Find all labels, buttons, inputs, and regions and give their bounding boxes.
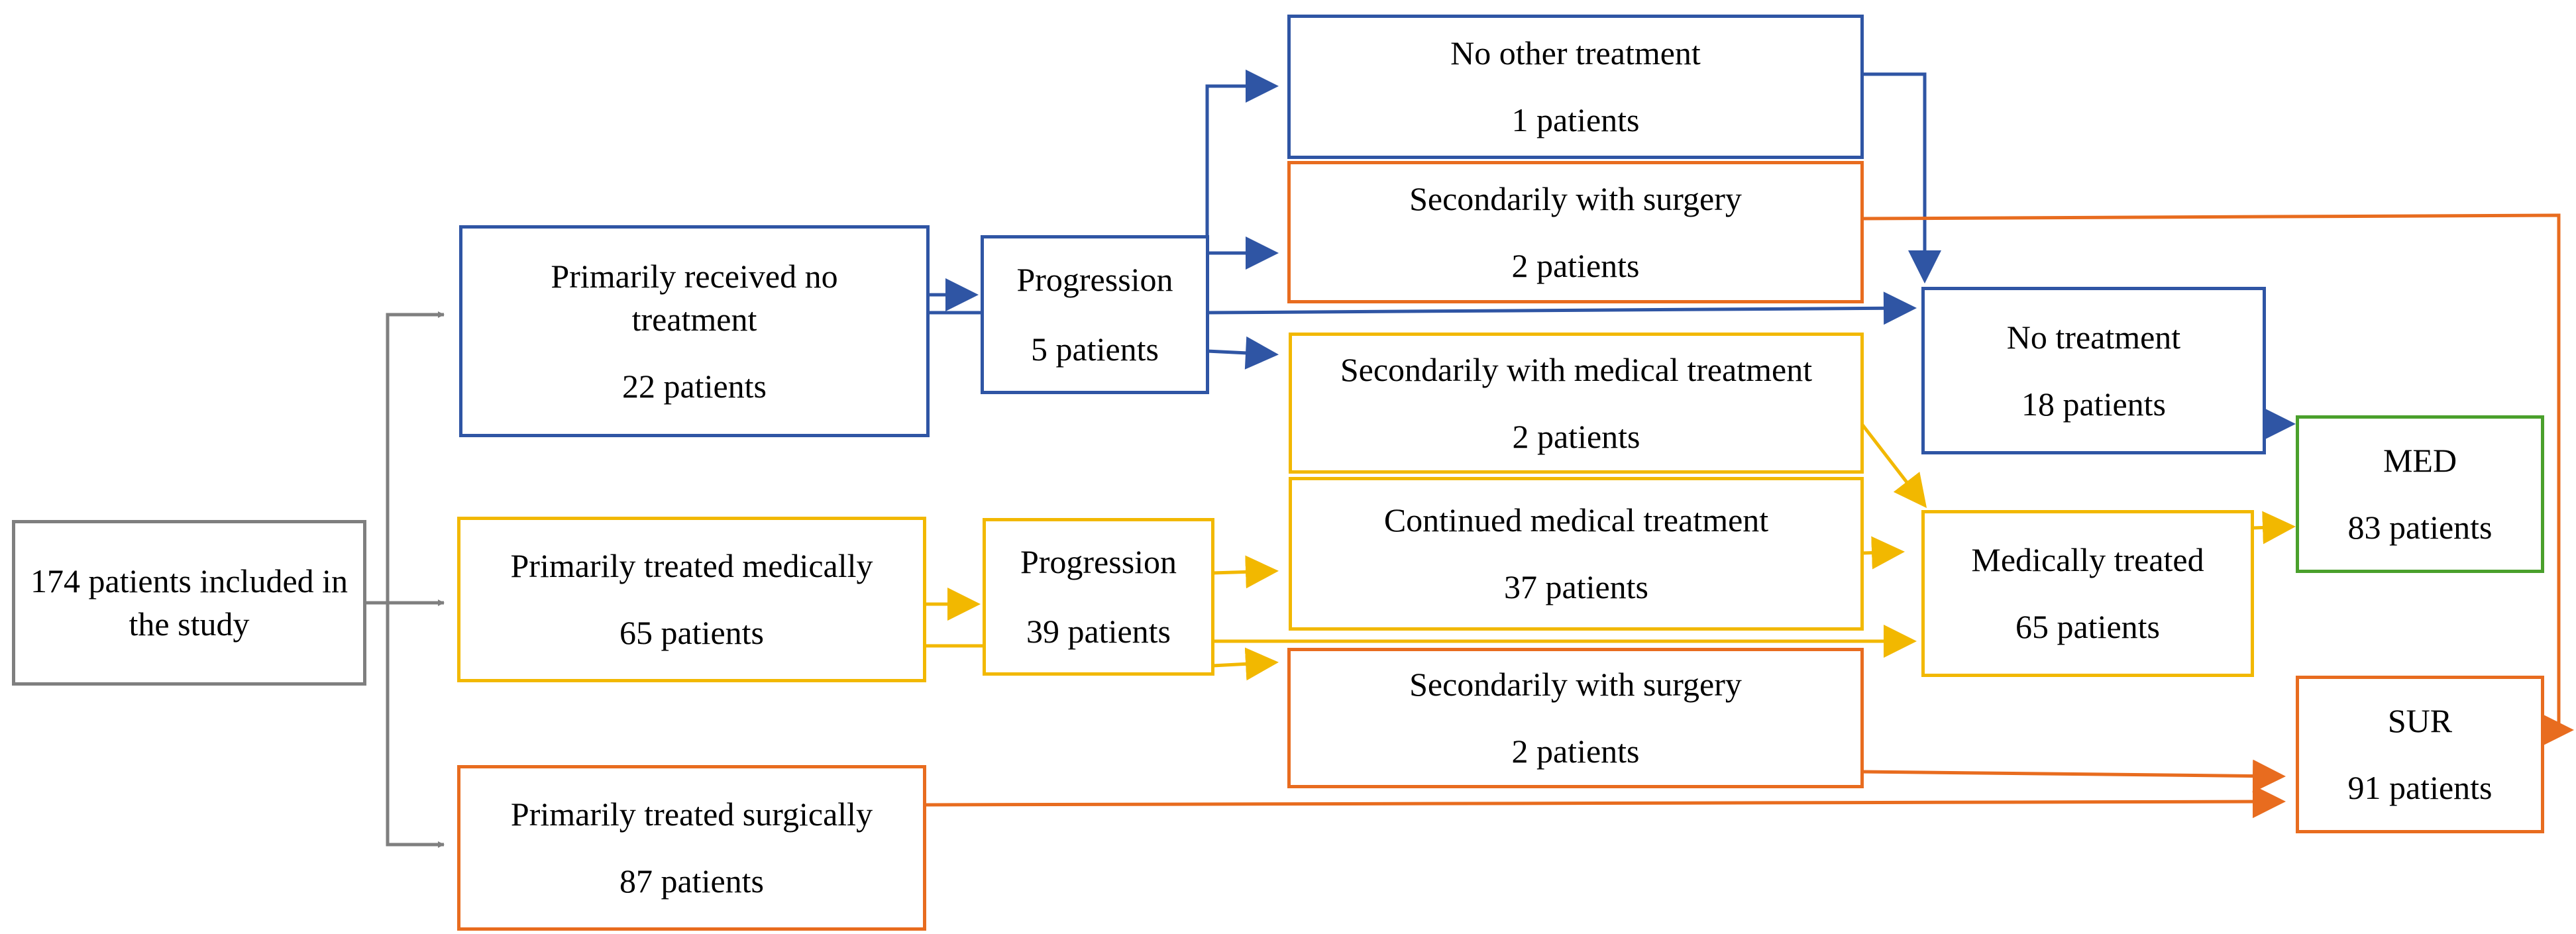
node-progression-blue-label: Progression [1016,261,1173,298]
node-secondary-surgery-top-count: 2 patients [1511,246,1640,284]
node-med-count: 83 patients [2347,509,2493,546]
edge-continued-to-medically-treated [1861,536,1905,570]
node-continued-medical-count: 37 patients [1503,568,1649,605]
node-secondary-medical-count: 2 patients [1512,417,1640,455]
node-continued-medical: Continued medical treatment 37 patients [1289,477,1864,631]
node-sur-label: SUR [2387,702,2453,739]
node-total-label: 174 patients included in the study [30,562,349,643]
edge-surgery-bottom-to-sur [1861,759,2286,793]
node-secondary-medical: Secondarily with medical treatment 2 pat… [1289,333,1864,474]
edge-no-treatment-to-no-treatment-final-tail [1207,291,1917,325]
node-secondary-surgery-bottom-label: Secondarily with surgery [1409,666,1742,703]
node-no-other-treatment: No other treatment 1 patients [1287,15,1864,159]
edge-medically-treated-to-med [2252,511,2296,545]
node-medical-primary-label: Primarily treated medically [510,547,873,584]
edge-total-fanout [364,311,445,848]
node-med-label: MED [2383,442,2457,479]
node-secondary-medical-label: Secondarily with medical treatment [1340,350,1813,388]
node-secondary-surgery-bottom: Secondarily with surgery 2 patients [1287,648,1864,788]
edge-progression-to-no-other [1205,70,1279,235]
node-progression-yellow-label: Progression [1020,543,1177,580]
edge-progression-to-continued [1212,555,1279,589]
node-no-treatment-primary-label: Primarily received no treatment [551,257,838,338]
node-progression-yellow-count: 39 patients [1026,613,1171,650]
node-progression-yellow: Progression 39 patients [983,518,1214,676]
node-no-other-treatment-count: 1 patients [1511,101,1640,138]
node-no-treatment-primary: Primarily received no treatment 22 patie… [459,225,930,437]
node-secondary-surgery-bottom-count: 2 patients [1511,733,1640,770]
node-surgical-primary-label: Primarily treated surgically [510,796,873,833]
node-continued-medical-label: Continued medical treatment [1383,501,1769,539]
edge-progression-to-surgery-bottom [1212,647,1279,681]
node-medically-treated-label: Medically treated [1971,541,2204,578]
node-medical-primary-count: 65 patients [619,614,765,651]
edge-progression-to-medical-secondary [1207,336,1279,370]
node-med: MED 83 patients [2296,415,2544,573]
node-sur-count: 91 patients [2347,769,2493,806]
node-progression-blue-count: 5 patients [1030,331,1159,368]
node-no-treatment-final-count: 18 patients [2021,385,2167,423]
node-medically-treated: Medically treated 65 patients [1921,510,2254,677]
node-progression-blue: Progression 5 patients [981,235,1209,394]
node-no-treatment-final-label: No treatment [2006,318,2181,356]
edge-total-to-surgical [386,603,445,848]
node-medical-primary: Primarily treated medically 65 patients [457,517,926,682]
node-total: 174 patients included in the study [12,520,366,686]
node-surgical-primary-count: 87 patients [619,862,765,900]
edge-surgery-top-to-sur [1861,213,2574,747]
node-no-treatment-primary-count: 22 patients [621,367,767,405]
node-no-other-treatment-label: No other treatment [1450,34,1701,72]
edge-medical-secondary-to-medically-treated [1860,423,1927,508]
node-surgical-primary: Primarily treated surgically 87 patients [457,765,926,931]
node-medically-treated-count: 65 patients [2015,608,2161,645]
edge-no-other-to-no-treatment-final [1862,72,1941,284]
edge-total-to-no-treatment [364,311,445,605]
node-no-treatment-final: No treatment 18 patients [1921,287,2266,454]
node-secondary-surgery-top-label: Secondarily with surgery [1409,180,1742,217]
node-sur: SUR 91 patients [2296,676,2544,833]
edge-surgical-to-sur [924,785,2286,819]
node-secondary-surgery-top: Secondarily with surgery 2 patients [1287,161,1864,303]
